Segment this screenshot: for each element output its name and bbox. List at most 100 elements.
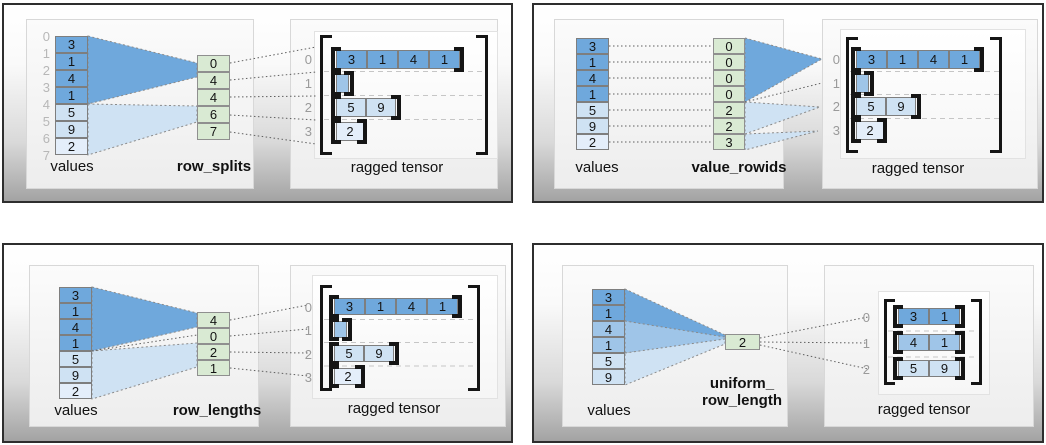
tensor-row-label: 1 [304, 323, 312, 338]
row-open-bracket [331, 71, 341, 96]
tensor-cell: 1 [427, 298, 458, 315]
uniform-row-length-cell: 2 [725, 334, 760, 350]
values-cell: 3 [59, 287, 92, 303]
row-close-bracket [454, 47, 464, 72]
tensor-cell: 1 [367, 50, 398, 69]
values-label: values [575, 159, 619, 176]
tensor-row-label: 1 [832, 76, 840, 91]
tensor-cell: 2 [336, 122, 364, 141]
tensor-cell: 4 [396, 298, 427, 315]
panel-uniform-row-length: 3 1 4 1 5 9 2 values uniform_ row_length… [532, 243, 1044, 443]
panel-row-splits: 0 1 2 3 4 5 6 7 3 1 4 1 5 9 2 0 4 4 6 7 … [2, 3, 513, 203]
row-close-bracket [452, 295, 462, 318]
param-label: row_splits [176, 158, 252, 175]
row-close-bracket [955, 331, 965, 354]
tensor-cell: 2 [334, 368, 362, 385]
values-label: values [587, 402, 631, 419]
big-open-bracket [846, 37, 858, 153]
value-index: 0 [42, 29, 50, 44]
values-cell: 9 [592, 369, 625, 385]
big-open-bracket [884, 299, 895, 385]
values-cell: 2 [576, 134, 609, 150]
tensor-cell: 1 [929, 308, 960, 325]
panel-value-rowids: 3 1 4 1 5 9 2 0 0 0 0 2 2 3 values value… [532, 3, 1044, 203]
tensor-row-label: 0 [304, 52, 312, 67]
row-close-bracket [877, 118, 887, 143]
row-splits-cell: 7 [197, 123, 230, 140]
row-close-bracket [389, 342, 399, 365]
value-rowids-cell: 0 [713, 70, 745, 86]
values-cell: 4 [592, 321, 625, 337]
values-cell: 1 [576, 54, 609, 70]
row-open-bracket [893, 357, 903, 380]
value-index: 1 [42, 46, 50, 61]
row-open-bracket [329, 295, 339, 318]
row-lengths-cell: 4 [197, 312, 230, 328]
values-cell: 5 [59, 351, 92, 367]
value-index: 7 [42, 148, 50, 163]
row-open-bracket [851, 47, 861, 72]
tensor-cell: 4 [918, 50, 949, 69]
big-open-bracket [320, 35, 332, 155]
tensor-label: ragged tensor [877, 401, 971, 418]
values-cell: 4 [55, 70, 88, 87]
row-lengths-cell: 0 [197, 328, 230, 344]
values-cell: 9 [576, 118, 609, 134]
values-cell: 4 [576, 70, 609, 86]
param-label-line2: row_length [701, 392, 782, 409]
big-close-bracket [990, 37, 1002, 153]
tensor-cell: 3 [898, 308, 929, 325]
values-cell: 9 [59, 367, 92, 383]
row-lengths-cell: 2 [197, 344, 230, 360]
values-label: values [54, 402, 98, 419]
tensor-cell: 5 [336, 98, 366, 117]
value-index: 3 [42, 80, 50, 95]
values-cell: 1 [576, 86, 609, 102]
tensor-row-label: 3 [304, 124, 312, 139]
tensor-row-label: 0 [832, 52, 840, 67]
row-close-bracket [344, 71, 354, 96]
row-open-bracket [331, 95, 341, 120]
big-open-bracket [320, 285, 332, 391]
big-close-bracket [468, 285, 480, 391]
row-splits-cell: 4 [197, 72, 230, 89]
tensor-cell: 9 [929, 360, 960, 377]
row-lengths-cell: 1 [197, 360, 230, 376]
value-rowids-cell: 0 [713, 86, 745, 102]
tensor-cell: 1 [929, 334, 960, 351]
tensor-row-label: 3 [832, 123, 840, 138]
row-open-bracket [329, 365, 339, 388]
row-open-bracket [893, 331, 903, 354]
row-open-bracket [331, 119, 341, 144]
row-open-bracket [329, 318, 339, 341]
value-index: 5 [42, 114, 50, 129]
tensor-label: ragged tensor [350, 159, 444, 176]
tensor-cell: 9 [366, 98, 396, 117]
row-splits-cell: 4 [197, 89, 230, 106]
values-cell: 1 [55, 87, 88, 104]
value-rowids-cell: 0 [713, 38, 745, 54]
value-index: 2 [42, 63, 50, 78]
value-rowids-cell: 2 [713, 118, 745, 134]
tensor-row-label: 2 [832, 99, 840, 114]
value-rowids-cell: 2 [713, 102, 745, 118]
tensor-cell: 5 [856, 97, 886, 116]
row-close-bracket [391, 95, 401, 120]
tensor-cell: 4 [398, 50, 429, 69]
values-cell: 4 [59, 319, 92, 335]
tensor-row-label: 0 [304, 300, 312, 315]
tensor-cell: 1 [949, 50, 980, 69]
values-cell: 1 [59, 335, 92, 351]
row-close-bracket [974, 47, 984, 72]
tensor-cell: 1 [429, 50, 460, 69]
row-open-bracket [851, 94, 861, 119]
value-index: 4 [42, 97, 50, 112]
tensor-row-label: 2 [304, 347, 312, 362]
row-close-bracket [864, 71, 874, 96]
empty-row-fill [856, 74, 869, 93]
tensor-cell: 4 [898, 334, 929, 351]
values-cell: 1 [592, 337, 625, 353]
tensor-cell: 1 [887, 50, 918, 69]
tensor-cell: 1 [365, 298, 396, 315]
values-cell: 2 [55, 138, 88, 155]
